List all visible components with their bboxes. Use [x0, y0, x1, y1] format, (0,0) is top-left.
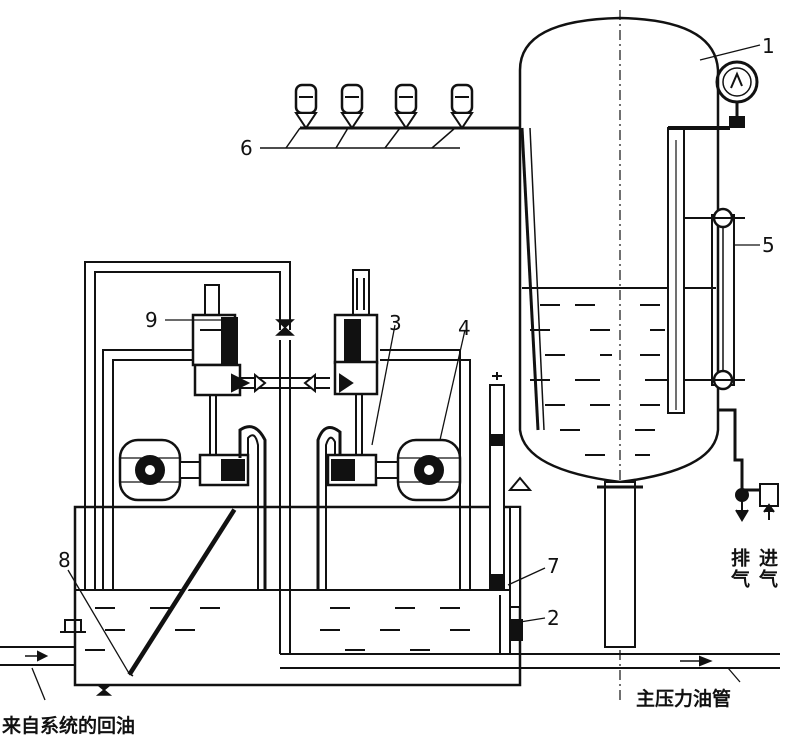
top-gauges: [260, 83, 520, 149]
valve-icon: [240, 319, 330, 394]
caption-return-oil: 来自系统的回油: [2, 715, 136, 737]
frame-pipes: [84, 261, 511, 654]
label-4: 4: [458, 316, 471, 340]
control-valve-9: [191, 284, 251, 455]
label-5: 5: [762, 233, 775, 257]
valve-icon: [384, 83, 418, 149]
caption-main-pipe: 主压力油管: [636, 688, 732, 710]
return-pipe: [0, 646, 75, 666]
pressure-tank: [518, 10, 720, 700]
left-pump-motor: [118, 425, 267, 590]
relief-unit-7: [489, 372, 533, 641]
leader-lines: [31, 44, 761, 701]
level-gauge: [684, 207, 745, 391]
label-2: 2: [547, 606, 560, 630]
label-7: 7: [547, 554, 560, 578]
valve-icon: [431, 83, 474, 149]
pump-icon: [316, 426, 399, 590]
pressure-gauge-icon: [668, 60, 759, 130]
right-pump-motor: [316, 426, 462, 590]
oil-tank-icon: [60, 505, 522, 696]
motor-icon: [118, 438, 201, 502]
valve-icon: [285, 83, 318, 149]
label-6: 6: [240, 136, 253, 160]
control-valve-3: [333, 269, 379, 455]
valve-icon: [335, 83, 364, 149]
motor-icon: [396, 438, 462, 502]
main-pressure-pipe: [280, 653, 780, 669]
label-8: 8: [58, 548, 71, 572]
tank-oil-level: [530, 304, 668, 456]
label-3: 3: [389, 311, 402, 335]
caption-exhaust: 排气: [728, 548, 750, 590]
air-valves: [718, 408, 779, 522]
caption-intake: 进气: [756, 548, 778, 590]
pump-icon: [198, 425, 267, 590]
label-9: 9: [145, 308, 158, 332]
label-1: 1: [762, 34, 775, 58]
